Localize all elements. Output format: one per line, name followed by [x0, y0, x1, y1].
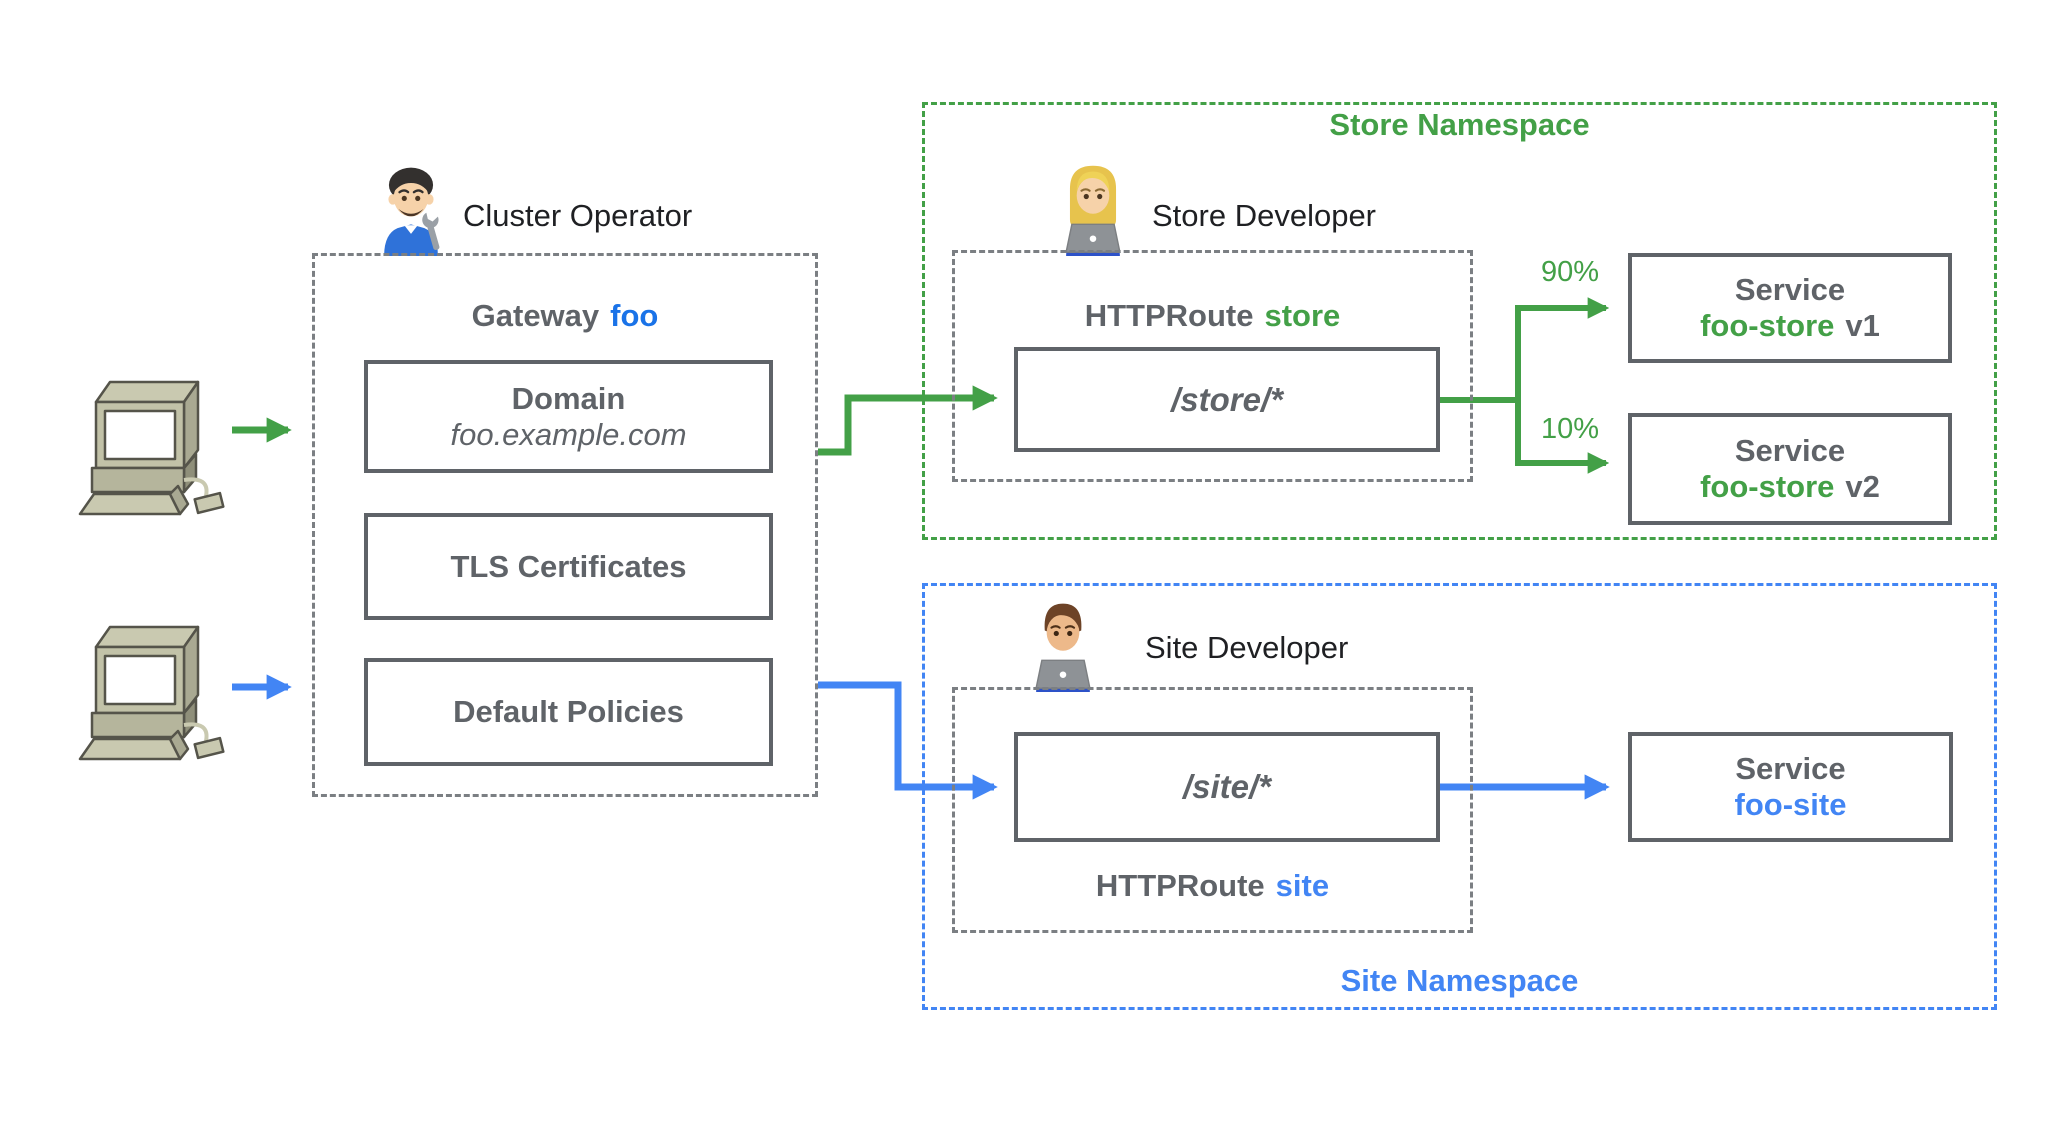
- site-route-prefix: HTTPRoute: [1095, 868, 1265, 903]
- site-path-label: /site/*: [1182, 768, 1272, 805]
- cluster-operator-label: Cluster Operator: [463, 198, 693, 233]
- site-path-box: /site/*: [1014, 732, 1440, 842]
- gateway-box: [312, 253, 818, 797]
- gateway-title-prefix: Gateway: [471, 298, 600, 333]
- domain-value: foo.example.com: [450, 416, 687, 452]
- store-developer-label: Store Developer: [1152, 198, 1377, 233]
- gateway-domain-box: Domain foo.example.com: [364, 360, 773, 473]
- gateway-policies-box: Default Policies: [364, 658, 773, 766]
- service-name-label: foo-store: [1700, 308, 1835, 343]
- service-name-label: foo-site: [1734, 787, 1847, 822]
- client-computer-icon: [78, 625, 225, 761]
- store-route-prefix: HTTPRoute: [1084, 298, 1254, 333]
- service-foo-store-v2-box: Service foo-store v2: [1628, 413, 1952, 525]
- weight-10-label: 10%: [1540, 413, 1600, 445]
- policies-label: Default Policies: [453, 694, 684, 729]
- service-version-label: v1: [1845, 308, 1880, 343]
- weight-90-label: 90%: [1540, 256, 1600, 288]
- store-route-box: [952, 250, 1473, 482]
- site-route-name: site: [1275, 868, 1330, 903]
- site-namespace-box: [922, 583, 1997, 1010]
- client-computer-icon: [78, 380, 225, 516]
- service-version-label: v2: [1845, 469, 1880, 504]
- domain-title: Domain: [511, 380, 626, 416]
- store-developer-icon: [1065, 165, 1121, 256]
- store-namespace-box: [922, 102, 1997, 540]
- tls-label: TLS Certificates: [450, 548, 687, 584]
- store-route-name: store: [1264, 298, 1341, 333]
- cluster-operator-icon: [384, 167, 440, 256]
- gateway-tls-box: TLS Certificates: [364, 513, 773, 620]
- service-foo-site-box: Service foo-site: [1628, 732, 1953, 842]
- store-route-title: HTTPRoute store: [952, 298, 1473, 334]
- store-path-box: /store/*: [1014, 347, 1440, 452]
- site-namespace-label: Site Namespace: [1340, 963, 1579, 998]
- site-route-box: [952, 687, 1473, 933]
- service-kind-label: Service: [1735, 751, 1846, 786]
- store-path-label: /store/*: [1171, 380, 1283, 418]
- site-route-title: HTTPRoute site: [952, 868, 1473, 904]
- gateway-title: Gateway foo: [312, 298, 818, 334]
- service-kind-label: Service: [1734, 433, 1846, 468]
- service-foo-store-v1-box: Service foo-store v1: [1628, 253, 1952, 363]
- gateway-title-name: foo: [610, 298, 659, 333]
- store-namespace-label: Store Namespace: [1329, 107, 1590, 142]
- service-kind-label: Service: [1734, 272, 1846, 307]
- site-developer-icon: [1035, 603, 1091, 692]
- service-name-label: foo-store: [1700, 469, 1835, 504]
- site-developer-label: Site Developer: [1145, 630, 1349, 665]
